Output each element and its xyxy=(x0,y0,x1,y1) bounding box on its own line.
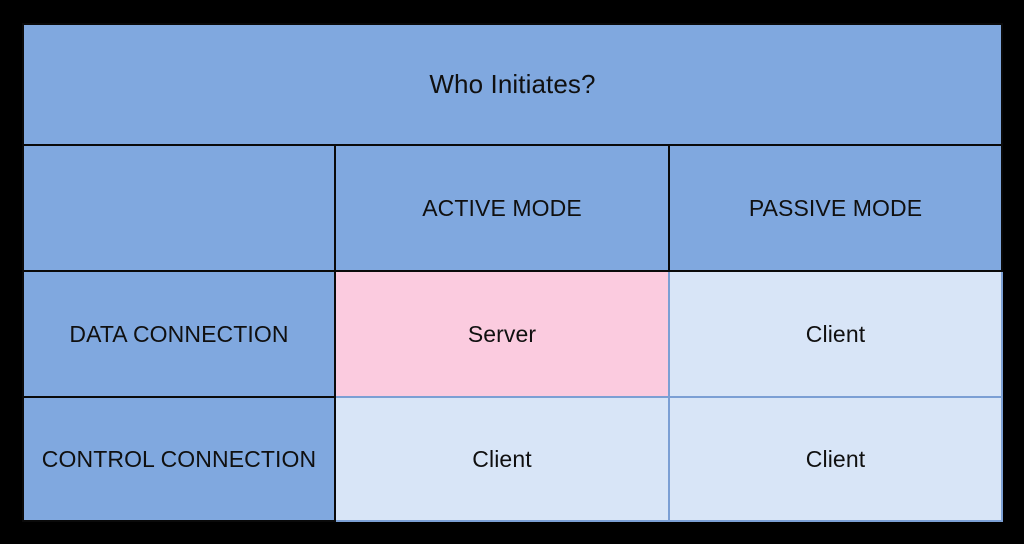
table-row-title: Who Initiates? xyxy=(21,23,1004,146)
cell-data-connection-active-mode: Server xyxy=(334,270,670,398)
column-header-passive-mode: PASSIVE MODE xyxy=(667,144,1004,272)
row-header-data-connection: DATA CONNECTION xyxy=(22,270,336,398)
row-header-control-connection: CONTROL CONNECTION xyxy=(22,396,336,522)
table-row-column-headers: ACTIVE MODE PASSIVE MODE xyxy=(22,144,1004,272)
corner-cell xyxy=(22,144,336,272)
column-header-active-mode: ACTIVE MODE xyxy=(334,144,670,272)
cell-control-connection-passive-mode: Client xyxy=(667,396,1004,522)
diagram-title: Who Initiates? xyxy=(21,23,1004,146)
table-row: CONTROL CONNECTION Client Client xyxy=(22,396,1004,522)
table-row: DATA CONNECTION Server Client xyxy=(22,270,1004,398)
cell-data-connection-passive-mode: Client xyxy=(667,270,1004,398)
comparison-table: Who Initiates? ACTIVE MODE PASSIVE MODE … xyxy=(21,23,1004,522)
cell-control-connection-active-mode: Client xyxy=(334,396,670,522)
who-initiates-matrix: Who Initiates? ACTIVE MODE PASSIVE MODE … xyxy=(21,23,1004,522)
